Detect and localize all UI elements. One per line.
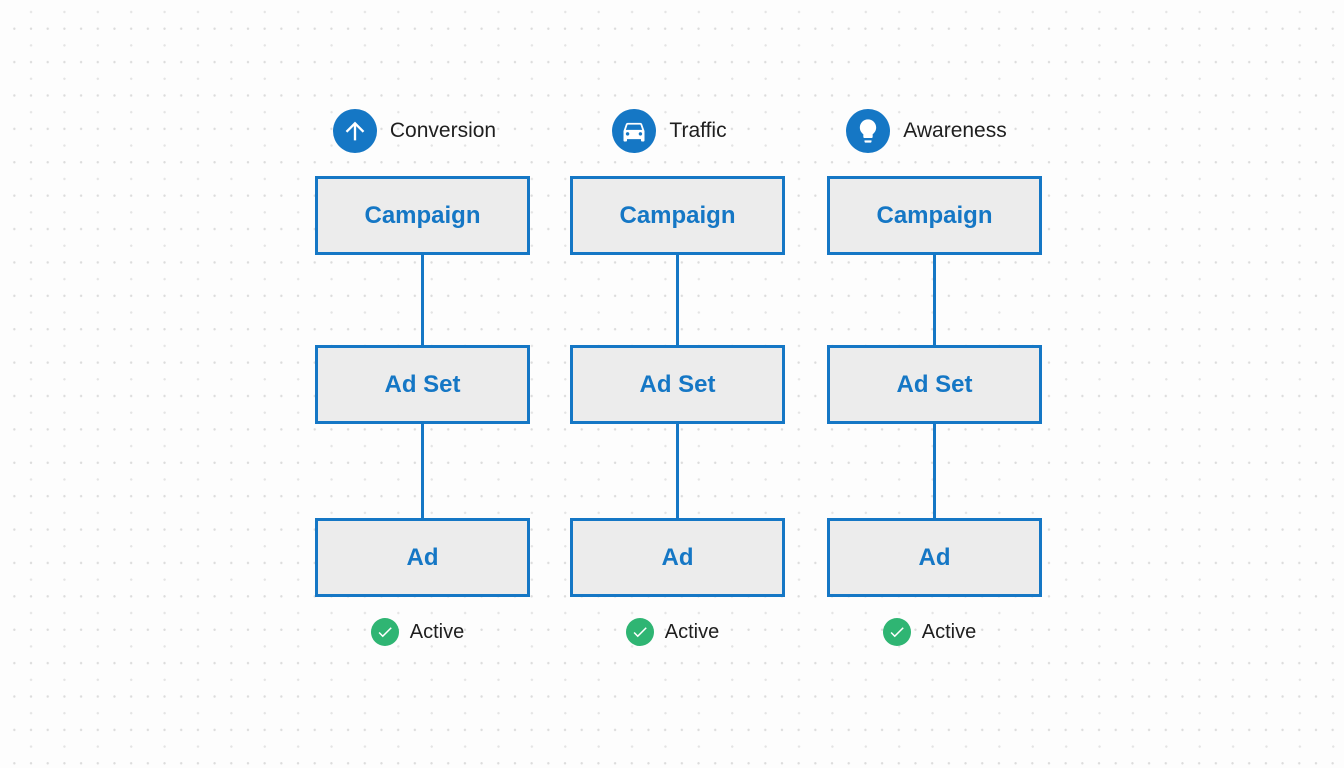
column-conversion: Conversion Campaign Ad Set Ad Active	[315, 109, 530, 646]
connector-line	[421, 255, 424, 345]
campaign-box: Campaign	[827, 176, 1042, 255]
campaign-box: Campaign	[315, 176, 530, 255]
connector-line	[421, 424, 424, 518]
adset-box: Ad Set	[315, 345, 530, 424]
status-row: Active	[370, 618, 465, 646]
column-traffic: Traffic Campaign Ad Set Ad Active	[570, 109, 785, 646]
ad-label: Ad	[661, 543, 694, 571]
connector-line	[933, 255, 936, 345]
ad-box: Ad	[570, 518, 785, 597]
check-icon	[882, 618, 911, 646]
check-icon	[370, 618, 399, 646]
ad-box: Ad	[827, 518, 1042, 597]
objective-header: Awareness	[846, 109, 1007, 153]
campaign-box: Campaign	[570, 176, 785, 255]
status-row: Active	[625, 618, 720, 646]
connector-line	[933, 424, 936, 518]
adset-box: Ad Set	[570, 345, 785, 424]
objective-header: Traffic	[612, 109, 727, 153]
ad-label: Ad	[406, 543, 439, 571]
connector-line	[676, 255, 679, 345]
car-icon	[612, 109, 657, 153]
objective-label: Conversion	[389, 119, 497, 142]
status-row: Active	[882, 618, 977, 646]
campaign-label: Campaign	[876, 201, 993, 229]
check-icon	[625, 618, 654, 646]
objective-label: Traffic	[669, 119, 727, 142]
arrow-up-icon	[332, 109, 377, 153]
objective-label: Awareness	[903, 119, 1007, 142]
adset-box: Ad Set	[827, 345, 1042, 424]
adset-label: Ad Set	[639, 370, 716, 398]
campaign-label: Campaign	[364, 201, 481, 229]
ad-label: Ad	[918, 543, 951, 571]
ad-box: Ad	[315, 518, 530, 597]
column-awareness: Awareness Campaign Ad Set Ad Active	[827, 109, 1042, 646]
campaign-label: Campaign	[619, 201, 736, 229]
adset-label: Ad Set	[896, 370, 973, 398]
status-label: Active	[921, 620, 977, 643]
adset-label: Ad Set	[384, 370, 461, 398]
status-label: Active	[664, 620, 720, 643]
status-label: Active	[409, 620, 465, 643]
lightbulb-icon	[846, 109, 891, 153]
objective-header: Conversion	[332, 109, 497, 153]
connector-line	[676, 424, 679, 518]
